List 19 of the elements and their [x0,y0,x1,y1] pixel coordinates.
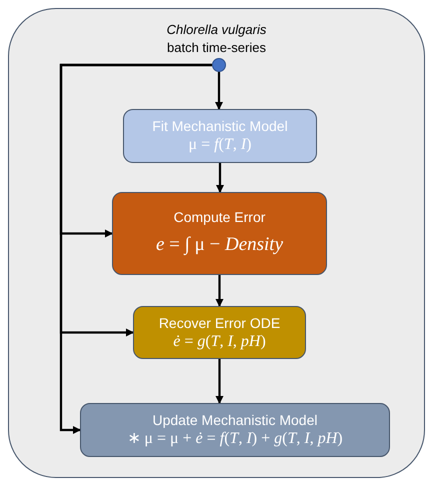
arrow [216,275,224,307]
equation: μ = f(T, I) [188,135,252,155]
arrow [60,64,212,434]
heading: Chlorella vulgaris batch time-series [166,21,268,57]
arrow [216,359,224,404]
panel [8,8,425,478]
box-title: Fit Mechanistic Model [152,117,288,135]
process-box [112,192,327,275]
equation: ė = g(T, I, pH) [173,332,266,352]
box-title: Recover Error ODE [158,314,280,332]
process-box [80,403,390,457]
process-box [133,306,306,359]
box-title: Update Mechanistic Model [152,411,318,429]
arrow [215,72,223,110]
arrow [216,163,224,193]
equation: e = ∫ μ − Density [156,232,284,258]
box-title: Compute Error [174,208,266,226]
equation: ∗ μ = μ + ė = f(T, I) + g(T, I, pH) [127,429,343,449]
process-box [123,109,317,163]
